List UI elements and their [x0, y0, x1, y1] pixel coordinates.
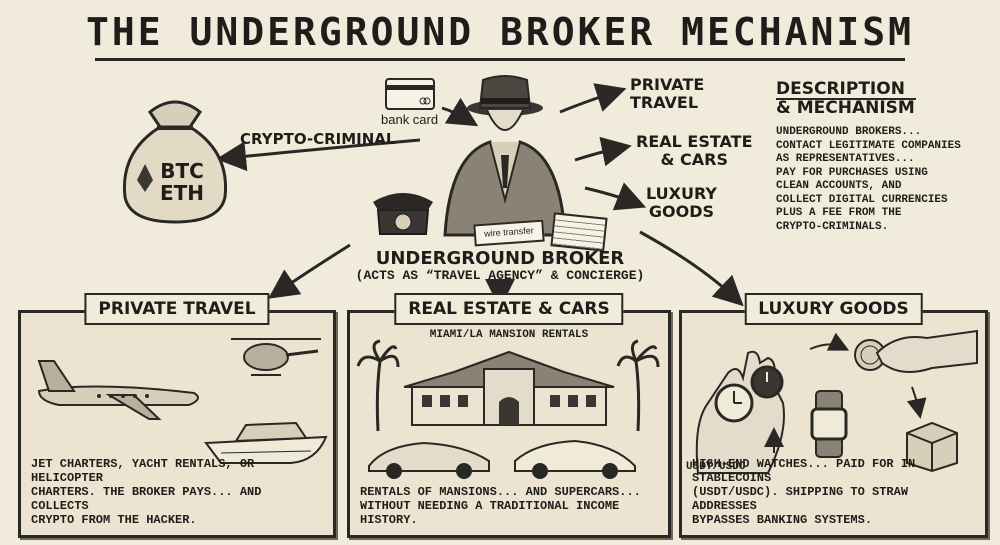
- title-underline: [95, 58, 905, 61]
- panel-luxury-goods: LUXURY GOODS USDT/USDC HIGH-END WATCHES.…: [679, 293, 988, 538]
- watch-icon: [810, 390, 848, 458]
- outcome-real-estate-cars: REAL ESTATE & CARS: [636, 132, 753, 169]
- hand-icon: [875, 329, 978, 373]
- panel-title-luxury-goods: LUXURY GOODS: [744, 293, 923, 325]
- panel-real-estate-cars: REAL ESTATE & CARS MIAMI/LA MANSION RENT…: [347, 293, 671, 538]
- panel-text-private-travel: JET CHARTERS, YACHT RENTALS, OR HELICOPT…: [31, 457, 262, 527]
- helicopter-icon: [231, 338, 321, 376]
- ledger-sheet: [550, 212, 608, 252]
- panel-text-luxury-goods: HIGH-END WATCHES... PAID FOR IN STABLECO…: [692, 457, 916, 527]
- outcome-luxury-goods: LUXURY GOODS: [646, 184, 717, 221]
- mansion-icon: [403, 350, 615, 426]
- palm-tree-icon: [356, 339, 400, 432]
- money-bag-icon: [122, 100, 228, 224]
- arrow-to-panel-travel: [268, 243, 351, 299]
- outcome-private-travel: PRIVATE TRAVEL: [630, 75, 705, 112]
- broker-subtitle: (ACTS AS “TRAVEL AGENCY” & CONCIERGE): [355, 268, 645, 283]
- package-icon: [906, 421, 958, 473]
- arrow-broker-to-criminal: [216, 138, 421, 172]
- jet-icon: [37, 360, 199, 420]
- bank-card-label: bank card: [381, 112, 439, 127]
- supercar-icon: [514, 439, 636, 479]
- panel-title-private-travel: PRIVATE TRAVEL: [84, 293, 270, 325]
- arrow-to-luxury: [584, 182, 647, 211]
- watch-icon: [750, 365, 784, 399]
- supercar-icon: [368, 441, 490, 479]
- arrow-card-to-broker: [441, 97, 479, 127]
- panel-title-real-estate-cars: REAL ESTATE & CARS: [394, 293, 624, 325]
- panel-private-travel: PRIVATE TRAVEL JET CHARTERS, YACHT RENTA…: [18, 293, 336, 538]
- panel-text-real-estate-cars: RENTALS OF MANSIONS... AND SUPERCARS... …: [360, 485, 641, 527]
- telephone-icon: [373, 193, 433, 235]
- mansion-caption: MIAMI/LA MANSION RENTALS: [429, 329, 589, 341]
- page-title: THE UNDERGROUND BROKER MECHANISM: [85, 10, 915, 54]
- description-underline: [776, 98, 916, 100]
- wire-transfer-label: wire transfer: [483, 225, 534, 239]
- arrow-to-panel-luxury: [639, 230, 744, 307]
- description-heading: DESCRIPTION & MECHANISM: [776, 79, 915, 118]
- arrow-to-real-estate: [574, 136, 632, 167]
- broker-figure-icon: [443, 75, 567, 237]
- crypto-criminal-label: CRYPTO-CRIMINAL: [240, 130, 396, 148]
- watch-icon: [714, 383, 754, 423]
- description-body: UNDERGROUND BROKERS... CONTACT LEGITIMAT…: [776, 126, 961, 233]
- eth-label: ETH: [159, 181, 205, 205]
- yacht-icon: [204, 421, 328, 464]
- palm-tree-icon: [616, 339, 660, 432]
- broker-title: UNDERGROUND BROKER: [375, 248, 625, 269]
- bank-card-icon: [385, 78, 435, 110]
- btc-label: BTC: [160, 159, 204, 183]
- arrow-to-private-travel: [559, 83, 627, 114]
- usdt-label: USDT/USDC: [686, 461, 746, 473]
- luxury-arrows: [764, 332, 927, 453]
